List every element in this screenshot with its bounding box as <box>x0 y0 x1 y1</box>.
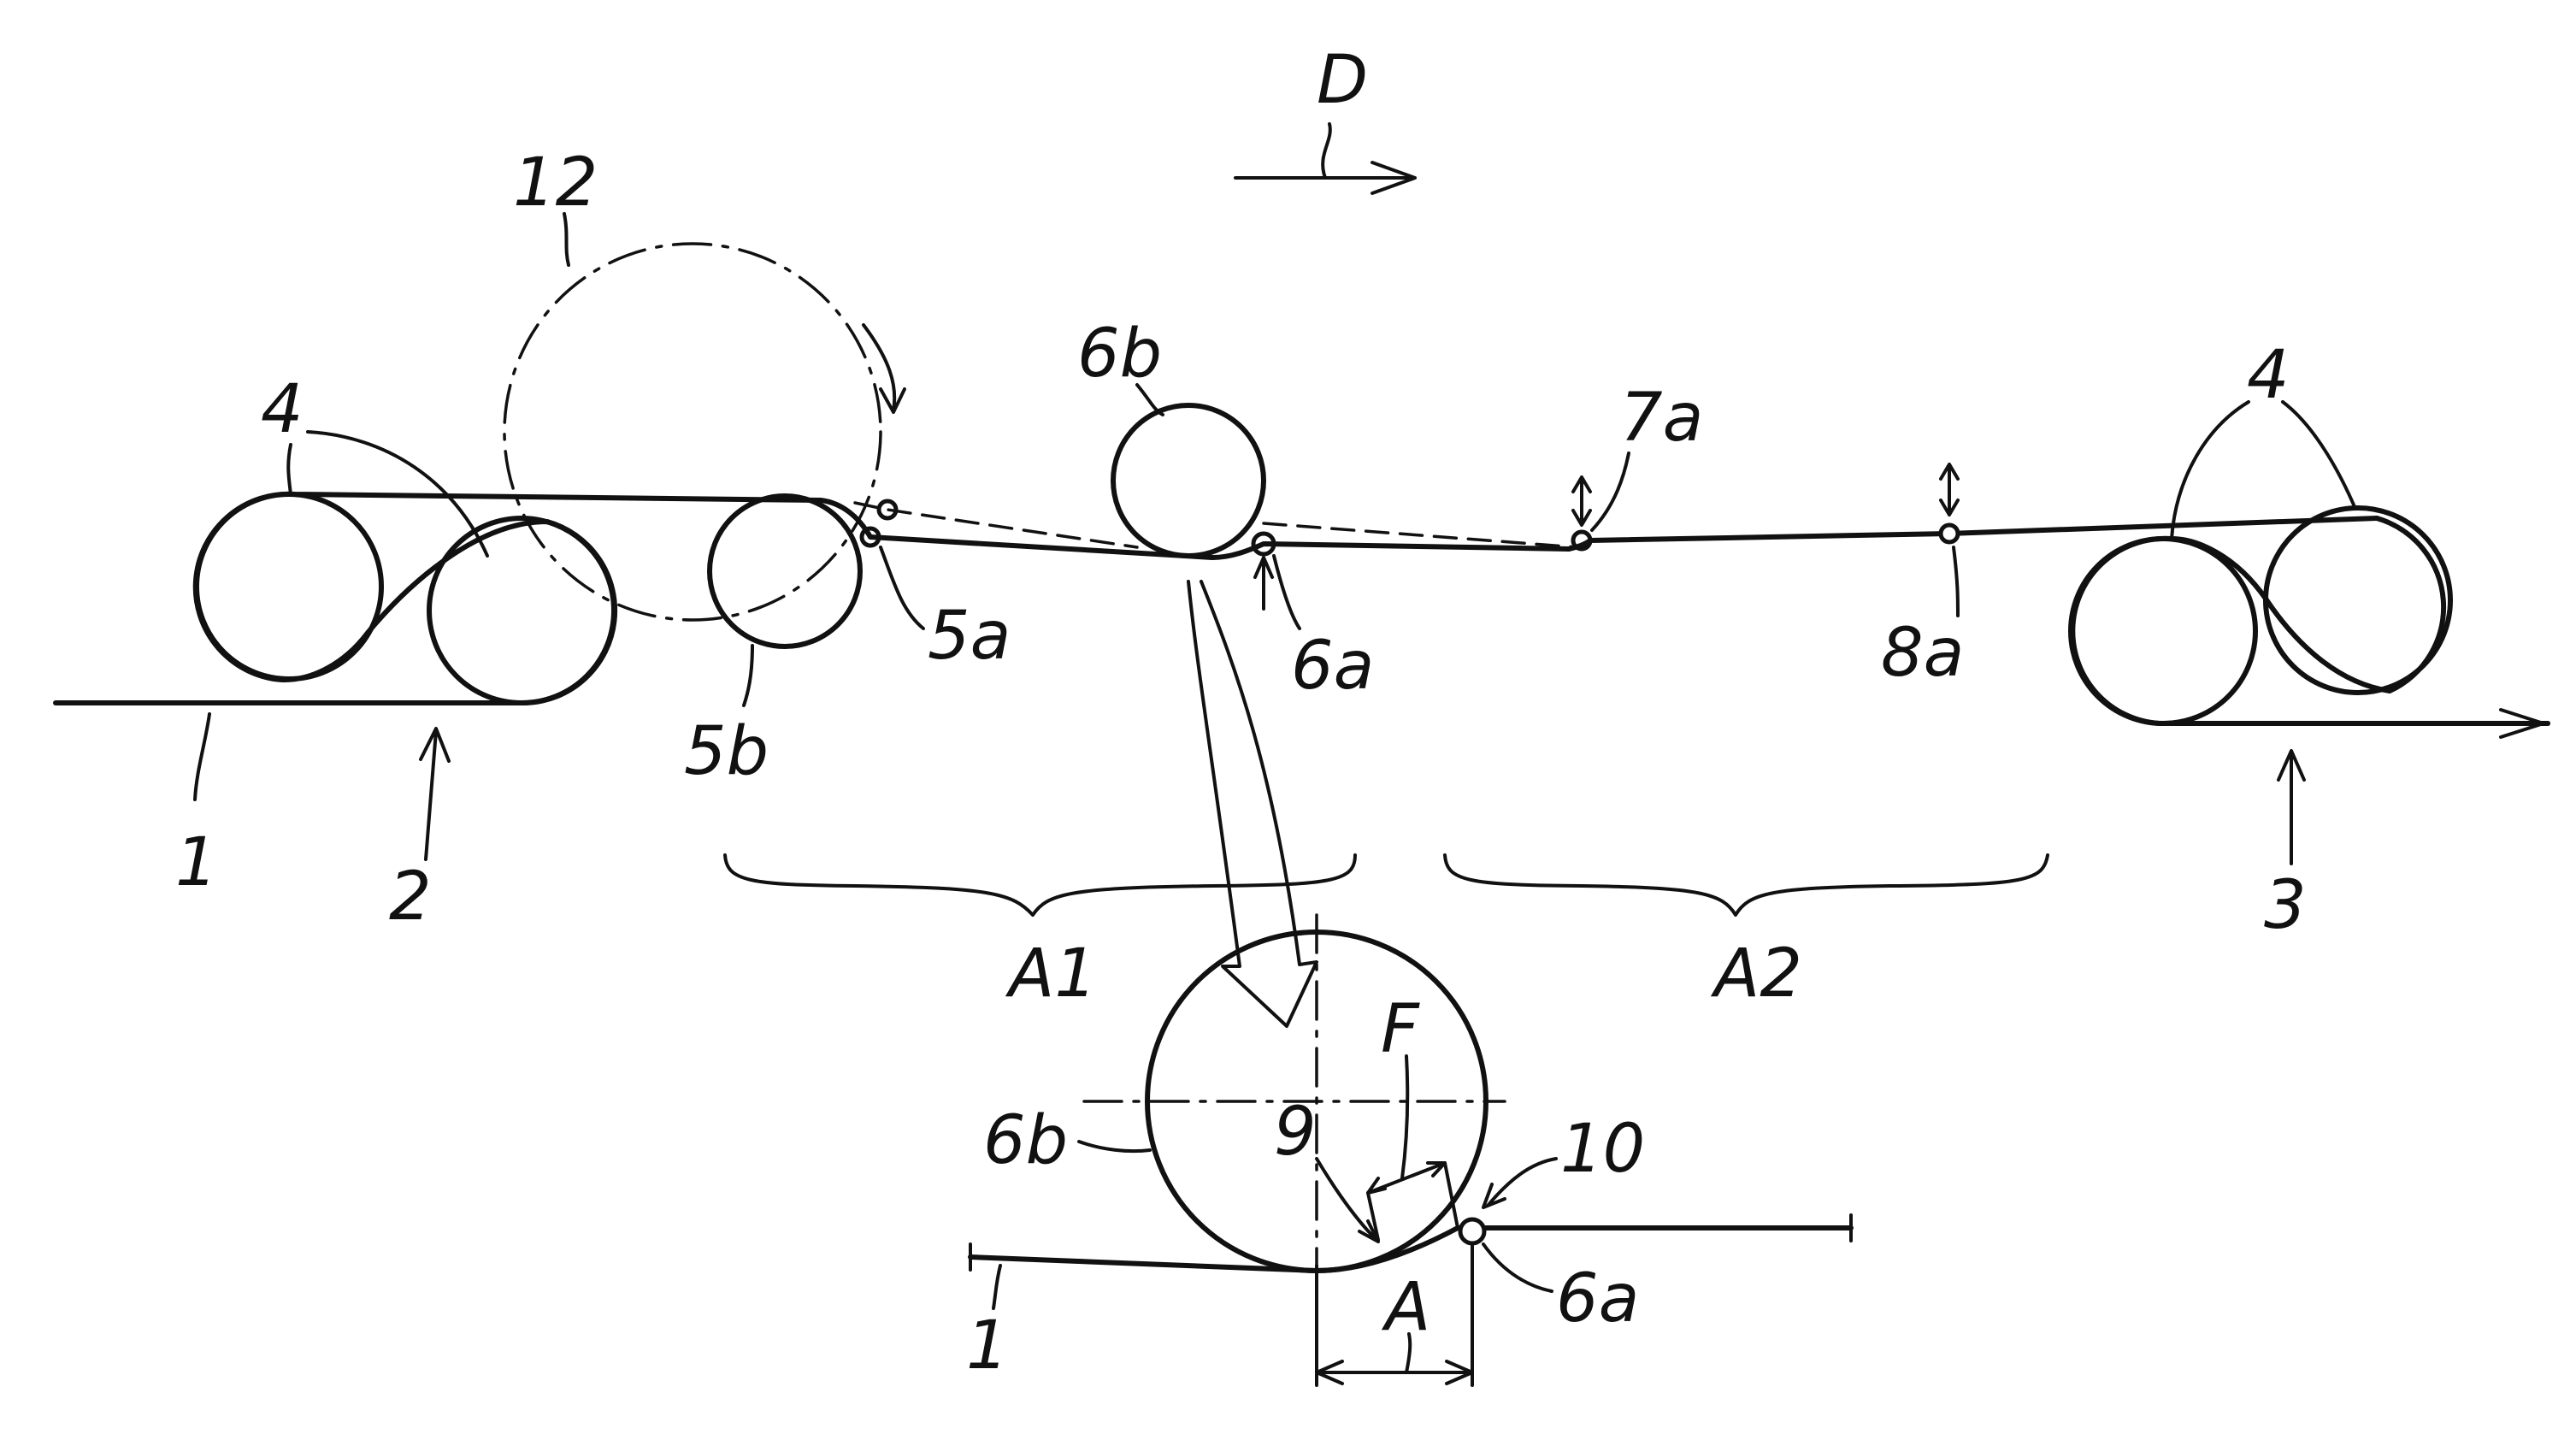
label-8a-leader <box>1954 547 1958 616</box>
label-5b-leader <box>744 646 752 705</box>
detail-6b-leader <box>1079 1142 1150 1151</box>
label-6a-leader <box>1274 556 1300 629</box>
label-7a-leader <box>1592 453 1629 530</box>
label-a: A <box>1381 1269 1430 1346</box>
detail-roll-6a <box>1460 1219 1484 1243</box>
roll-8a-arrow <box>1941 464 1958 515</box>
detail-10-leader <box>1483 1159 1556 1207</box>
strip-7-to-right <box>1569 518 2377 549</box>
detail-f-line <box>1368 1163 1458 1240</box>
brace-a2 <box>1445 855 2048 915</box>
label-6a-detail: 6a <box>1556 1260 1639 1337</box>
left-bridle-strip <box>56 494 821 703</box>
label-7a: 7a <box>1620 380 1703 457</box>
detail-6a-leader <box>1483 1244 1552 1291</box>
label-2: 2 <box>389 859 432 935</box>
label-4-right: 4 <box>2247 337 2290 414</box>
detail-a-dimension <box>1317 1361 1472 1384</box>
roll-6a-arrow <box>1255 558 1272 609</box>
direction-arrow <box>1235 124 1415 193</box>
label-3: 3 <box>2264 867 2307 944</box>
label-5b: 5b <box>684 713 769 790</box>
brace-a1 <box>725 855 1355 915</box>
detail-f-leader <box>1402 1056 1407 1178</box>
right-bridle-strip <box>2072 518 2548 723</box>
roll-5b <box>710 496 860 646</box>
roll-12-outline <box>504 244 881 620</box>
label-6a-top: 6a <box>1291 628 1374 705</box>
label-f: F <box>1381 991 1420 1068</box>
roll-7a-arrow <box>1573 477 1590 525</box>
label-a2: A2 <box>1710 935 1802 1012</box>
label-12: 12 <box>513 145 598 221</box>
roll-8a <box>1941 525 1958 542</box>
entry-arrow <box>421 729 449 859</box>
label-4-left: 4 <box>261 371 304 448</box>
label-1-leader <box>195 714 209 800</box>
label-5a: 5a <box>928 598 1011 675</box>
detail-strip-leader <box>993 1266 1000 1308</box>
detail-strip-left <box>970 1228 1851 1271</box>
label-1-detail: 1 <box>966 1307 1009 1384</box>
roll-6b-top <box>1113 405 1264 556</box>
label-9: 9 <box>1274 1094 1317 1171</box>
label-1: 1 <box>175 824 218 901</box>
label-5a-leader <box>881 547 923 629</box>
label-10: 10 <box>1560 1111 1645 1188</box>
roll-12-leader <box>564 214 569 265</box>
label-6b-detail: 6b <box>983 1102 1068 1179</box>
direction-label: D <box>1317 42 1368 119</box>
label-8a: 8a <box>1881 615 1964 692</box>
label-6b-top: 6b <box>1077 316 1162 392</box>
exit-arrow <box>2278 751 2304 864</box>
label-a1: A1 <box>1005 935 1097 1012</box>
